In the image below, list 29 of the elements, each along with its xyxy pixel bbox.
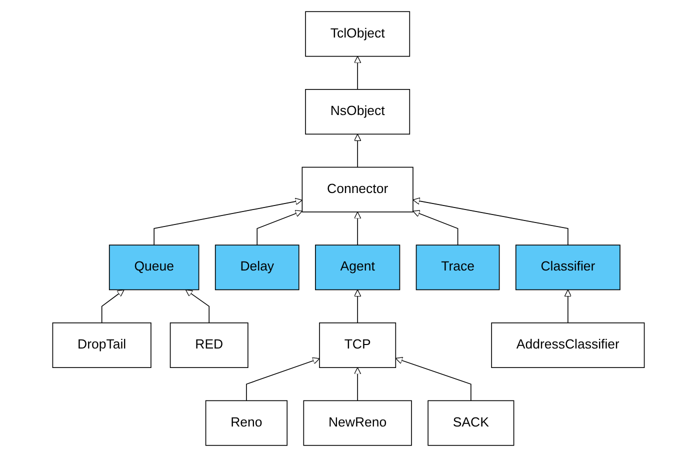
arrow	[412, 210, 458, 246]
node-box: SACK	[428, 400, 514, 446]
arrow	[185, 289, 210, 324]
node-box: Queue	[108, 244, 200, 290]
arrow	[354, 134, 362, 168]
node-box: Connector	[302, 166, 414, 212]
arrow	[412, 197, 568, 246]
arrow	[354, 56, 362, 90]
node-box: TCP	[319, 322, 396, 368]
node-box: Trace	[416, 244, 500, 290]
node-box: Agent	[315, 244, 400, 290]
node-box: AddressClassifier	[491, 322, 645, 368]
arrow	[354, 212, 362, 246]
arrow	[354, 367, 362, 402]
node-box: TclObject	[305, 11, 410, 57]
node-box: RED	[170, 322, 248, 368]
node-box: DropTail	[52, 322, 152, 368]
arrow	[564, 289, 572, 324]
node-box: Classifier	[515, 244, 620, 290]
arrow	[101, 289, 124, 324]
node-box: Reno	[205, 400, 288, 446]
arrow	[246, 357, 320, 402]
arrow	[395, 356, 472, 402]
node-box: NewReno	[303, 400, 412, 446]
node-box: Delay	[214, 244, 300, 290]
arrow	[154, 198, 303, 246]
arrow	[354, 289, 362, 324]
arrow	[256, 210, 303, 246]
node-box: NsObject	[305, 89, 410, 135]
